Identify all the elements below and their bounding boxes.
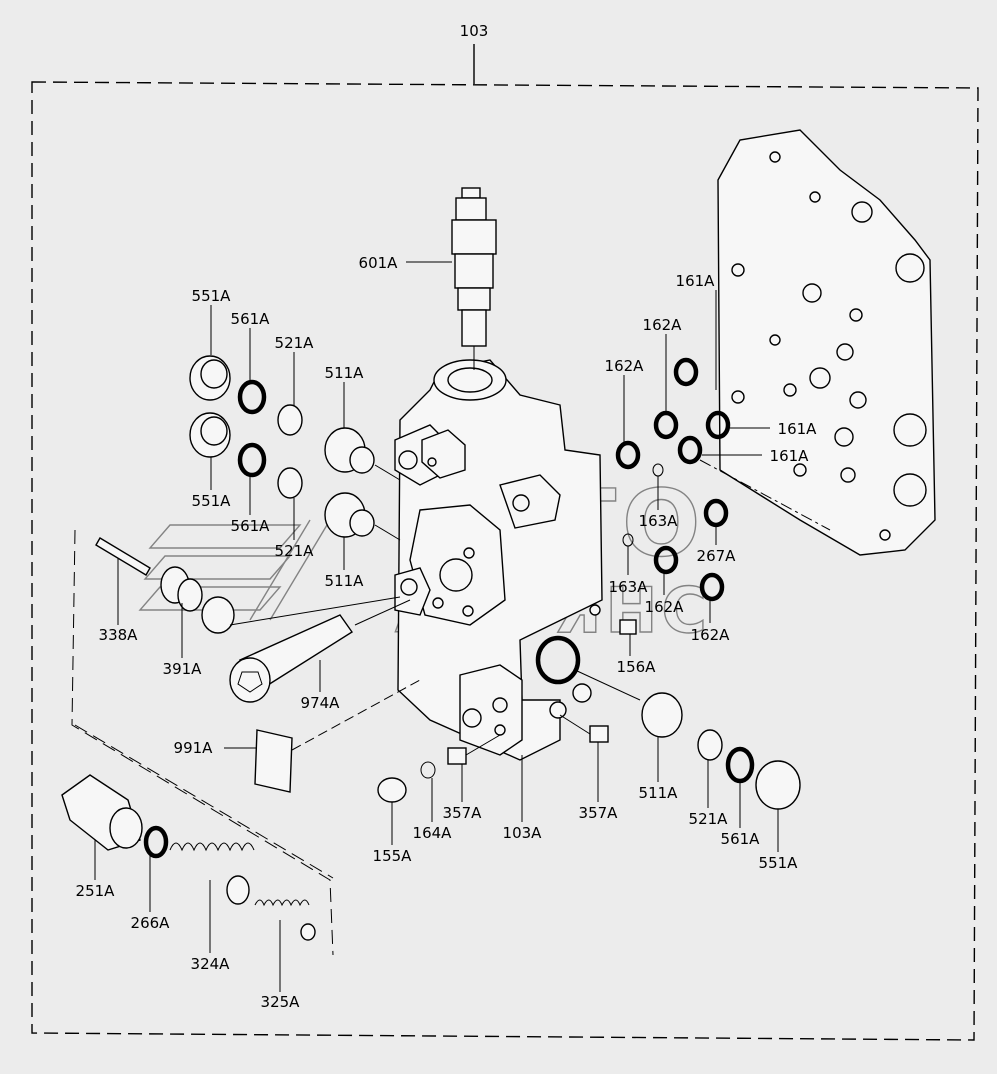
label-521A-3: 521A bbox=[689, 810, 729, 828]
adjacent-valve-block bbox=[717, 129, 936, 556]
label-103A: 103A bbox=[503, 824, 543, 842]
label-991A: 991A bbox=[174, 739, 214, 757]
label-521A-2: 521A bbox=[275, 542, 315, 560]
label-974A: 974A bbox=[301, 694, 341, 712]
lower-left-spring-group bbox=[61, 774, 316, 941]
label-521A-1: 521A bbox=[275, 334, 315, 352]
label-161A-2: 161A bbox=[778, 420, 818, 438]
label-511A-1: 511A bbox=[325, 364, 365, 382]
left-plug-group bbox=[189, 355, 401, 541]
label-551A-3: 551A bbox=[759, 854, 799, 872]
right-plug-group bbox=[535, 635, 801, 810]
label-601A: 601A bbox=[359, 254, 399, 272]
part-601A-relief-valve bbox=[451, 187, 497, 370]
label-561A-1: 561A bbox=[231, 310, 271, 328]
label-162A-4: 162A bbox=[691, 626, 731, 644]
label-164A: 164A bbox=[413, 824, 453, 842]
label-161A-3: 161A bbox=[770, 447, 810, 465]
label-511A-3: 511A bbox=[639, 784, 679, 802]
label-161A-1: 161A bbox=[676, 272, 716, 290]
label-324A: 324A bbox=[191, 955, 231, 973]
label-162A-1: 162A bbox=[643, 316, 683, 334]
left-pin-bolt-group bbox=[95, 537, 411, 703]
label-163A-1: 163A bbox=[639, 512, 679, 530]
label-251A: 251A bbox=[76, 882, 116, 900]
label-266A: 266A bbox=[131, 914, 171, 932]
label-551A-1: 551A bbox=[192, 287, 232, 305]
bottom-small-parts bbox=[377, 714, 609, 803]
label-156A: 156A bbox=[617, 658, 657, 676]
callout-leaders bbox=[94, 261, 779, 992]
label-551A-2: 551A bbox=[192, 492, 232, 510]
callout-labels: 601A 551A 561A 521A 511A 551A 561A 521A … bbox=[76, 254, 818, 1011]
label-155A: 155A bbox=[373, 847, 413, 865]
label-267A: 267A bbox=[697, 547, 737, 565]
label-561A-3: 561A bbox=[721, 830, 761, 848]
part-991A-nameplate bbox=[254, 679, 421, 793]
label-391A: 391A bbox=[163, 660, 203, 678]
label-163A-2: 163A bbox=[609, 578, 649, 596]
label-325A: 325A bbox=[261, 993, 301, 1011]
label-561A-2: 561A bbox=[231, 517, 271, 535]
assembly-boundary bbox=[31, 81, 979, 1041]
valve-body-103A bbox=[394, 359, 603, 761]
label-357A-2: 357A bbox=[579, 804, 619, 822]
label-162A-2: 162A bbox=[605, 357, 645, 375]
label-338A: 338A bbox=[99, 626, 139, 644]
label-511A-2: 511A bbox=[325, 572, 365, 590]
label-357A-1: 357A bbox=[443, 804, 483, 822]
assembly-label: 103 bbox=[460, 22, 489, 40]
label-162A-3: 162A bbox=[645, 598, 685, 616]
sub-assembly-box bbox=[71, 529, 334, 956]
